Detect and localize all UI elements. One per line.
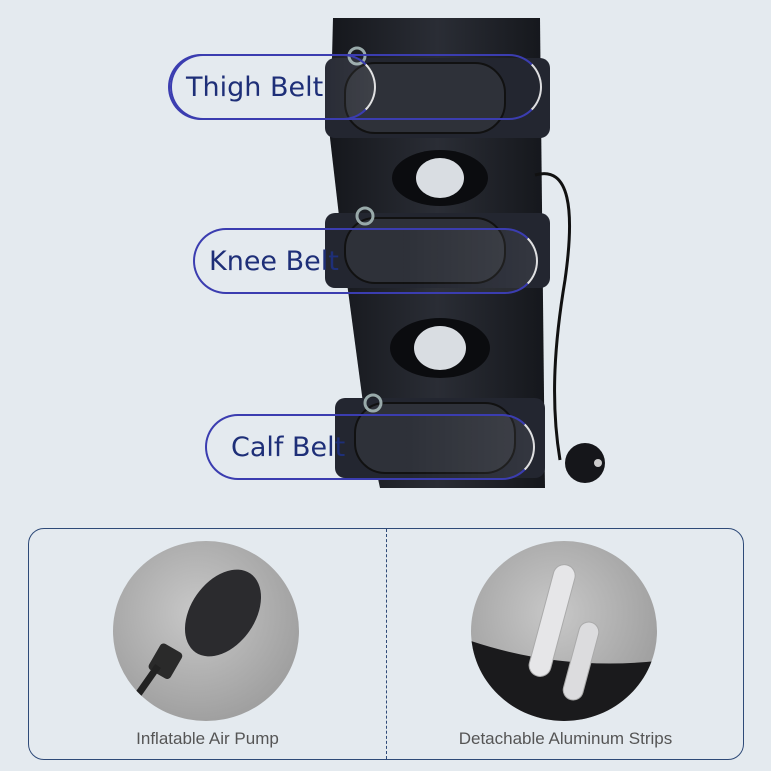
aluminum-strips-photo [471, 541, 657, 721]
features-panel: Inflatable Air Pump Detachable Aluminum … [28, 528, 744, 760]
feature-air-pump: Inflatable Air Pump [29, 529, 386, 759]
calf-belt-label: Calf Belt [205, 414, 535, 480]
thigh-belt-pill-outline [170, 54, 542, 120]
air-pump-tube-icon [534, 172, 605, 483]
air-pump-caption: Inflatable Air Pump [136, 729, 279, 748]
calf-belt-text: Calf Belt [231, 431, 346, 463]
aluminum-strips-icon [471, 564, 657, 721]
air-pump-photo [113, 541, 299, 721]
knee-belt-text: Knee Belt [209, 245, 339, 277]
feature-aluminum-strips: Detachable Aluminum Strips [387, 529, 744, 759]
knee-brace-image [325, 18, 550, 488]
panel-divider [386, 529, 387, 759]
thigh-belt-text: Thigh Belt [186, 71, 324, 103]
aluminum-strips-caption: Detachable Aluminum Strips [458, 729, 673, 748]
air-pump-bulb-icon [120, 569, 262, 719]
knee-belt-label: Knee Belt [193, 228, 538, 294]
